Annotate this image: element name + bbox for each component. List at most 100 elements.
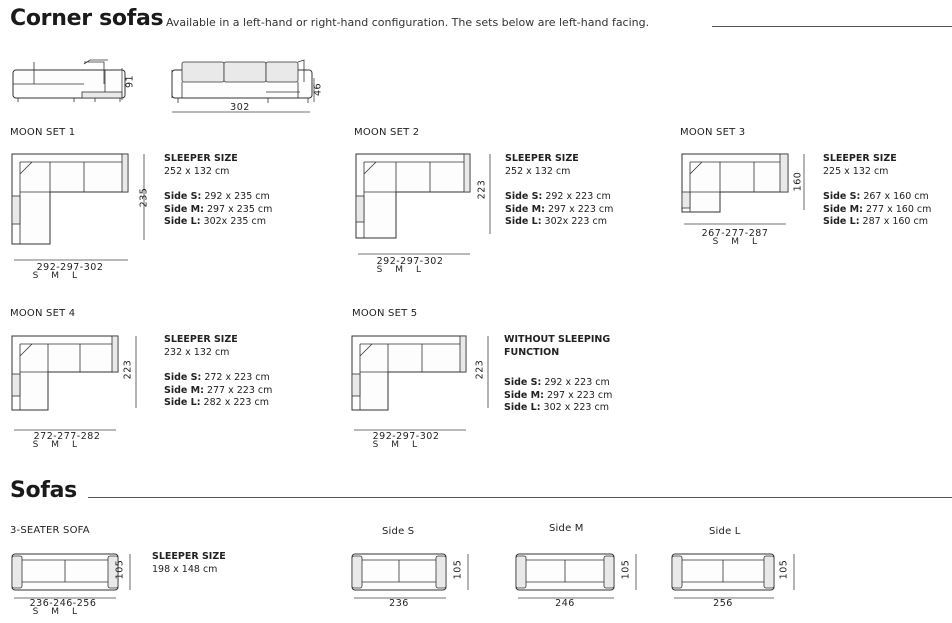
set-5-spec-title: WITHOUT SLEEPING FUNCTION [504, 334, 611, 358]
side-s-width: 236 [389, 598, 409, 609]
set-3-spec: SLEEPER SIZE 225 x 132 cm Side S: 267 x … [823, 153, 931, 229]
set-2-side-s: 292 x 223 cm [545, 191, 611, 202]
set-4-title: MOON SET 4 [10, 308, 76, 319]
set-1-depth-dim [143, 154, 145, 240]
set-1-side-l: 302x 235 cm [203, 216, 266, 227]
side-s-title: Side S [382, 526, 415, 537]
seat-height-label: 46 [312, 82, 324, 97]
three-seater-spec-title: SLEEPER SIZE [152, 551, 226, 562]
set-2-side-l-key: Side L: [505, 216, 542, 227]
set-4-spec: SLEEPER SIZE 232 x 132 cm Side S: 272 x … [164, 334, 272, 410]
set-3-widths: 267-277-287 [701, 228, 769, 239]
side-m-plan [515, 553, 615, 591]
set-1-title: MOON SET 1 [10, 127, 76, 138]
set-5-width-dim [354, 429, 466, 431]
side-m-title: Side M [549, 523, 584, 534]
set-1-width-dim [14, 259, 128, 261]
set-2-side-m-key: Side M: [505, 203, 545, 215]
set-5-widths: 292-297-302 [372, 431, 440, 442]
side-m-width: 246 [555, 598, 575, 609]
set-2-width-dim [358, 253, 470, 255]
set-4-plan [11, 335, 119, 411]
set-5-side-l: 302 x 223 cm [543, 402, 609, 413]
set-3-depth-dim [803, 154, 805, 210]
set-1-side-s-key: Side S: [164, 191, 202, 202]
width-dimension [172, 111, 310, 113]
three-seater-title: 3-SEATER SOFA [10, 525, 90, 536]
three-seater-depth: 105 [114, 559, 126, 580]
corner-sofas-subtitle: Available in a left-hand or right-hand c… [166, 16, 650, 29]
side-s-depth: 105 [452, 559, 464, 580]
three-seater-spec: SLEEPER SIZE 198 x 148 cm [152, 551, 226, 576]
set-4-side-s: 272 x 223 cm [204, 372, 270, 383]
three-seater-widths: 236-246-256 [29, 598, 97, 609]
set-4-side-m-key: Side M: [164, 384, 204, 396]
side-s-plan [351, 553, 447, 591]
side-l-depth: 105 [778, 559, 790, 580]
side-m-depth-dim [635, 554, 637, 590]
set-2-depth: 223 [476, 179, 488, 200]
set-3-width-dim [684, 223, 786, 225]
side-l-width: 256 [713, 598, 733, 609]
set-4-sizes: S M L [32, 440, 78, 450]
set-5-side-l-key: Side L: [504, 402, 541, 413]
side-l-title: Side L [709, 526, 741, 537]
three-seater-plan [11, 553, 119, 591]
side-l-plan [671, 553, 775, 591]
sofas-rule [88, 497, 952, 498]
set-2-plan [355, 153, 471, 239]
set-2-title: MOON SET 2 [354, 127, 420, 138]
set-3-plan [681, 153, 789, 213]
set-5-depth-dim [487, 336, 489, 408]
set-5-side-s-key: Side S: [504, 377, 542, 388]
set-3-depth: 160 [792, 171, 804, 192]
three-seater-width-dim [14, 597, 116, 599]
height-label: 91 [124, 74, 136, 89]
height-dimension [121, 68, 123, 100]
set-3-side-m: 277 x 160 cm [865, 203, 932, 215]
set-4-widths: 272-277-282 [33, 431, 101, 442]
set-3-sizes: S M L [712, 237, 758, 247]
set-4-spec-value: 232 x 132 cm [164, 346, 230, 358]
set-5-depth: 223 [474, 359, 486, 380]
set-3-side-s-key: Side S: [823, 191, 861, 202]
set-1-sizes: S M L [32, 271, 78, 281]
set-5-title: MOON SET 5 [352, 308, 418, 319]
set-1-side-l-key: Side L: [164, 216, 201, 227]
set-2-spec-value: 252 x 132 cm [505, 165, 571, 177]
set-1-side-m-key: Side M: [164, 203, 204, 215]
set-4-spec-title: SLEEPER SIZE [164, 334, 238, 345]
set-2-side-m: 297 x 223 cm [547, 203, 614, 215]
three-seater-sizes: S M L [32, 607, 78, 617]
set-5-side-s: 292 x 223 cm [544, 377, 610, 388]
set-3-title: MOON SET 3 [680, 127, 746, 138]
side-s-depth-dim [467, 554, 469, 590]
set-1-depth: 235 [138, 187, 150, 208]
set-1-spec-value: 252 x 132 cm [164, 165, 230, 177]
set-1-widths: 292-297-302 [36, 262, 104, 273]
set-2-side-s-key: Side S: [505, 191, 543, 202]
side-m-depth: 105 [620, 559, 632, 580]
side-l-width-dim [674, 597, 774, 599]
header-rule [712, 26, 952, 27]
set-1-side-m: 297 x 235 cm [206, 203, 273, 215]
set-2-spec: SLEEPER SIZE 252 x 132 cm Side S: 292 x … [505, 153, 613, 229]
set-2-sizes: S M L [376, 265, 422, 275]
seat-height-dimension [313, 78, 315, 102]
set-5-spec: WITHOUT SLEEPING FUNCTION Side S: 292 x … [504, 334, 624, 415]
corner-sofas-heading: Corner sofas [10, 6, 164, 31]
set-3-side-s: 267 x 160 cm [863, 191, 929, 202]
set-3-spec-value: 225 x 132 cm [823, 165, 889, 177]
set-4-side-l: 282 x 223 cm [203, 397, 269, 408]
set-5-side-m-key: Side M: [504, 389, 544, 401]
set-3-side-l: 287 x 160 cm [862, 216, 928, 227]
width-label: 302 [230, 102, 250, 113]
set-4-depth: 223 [122, 359, 134, 380]
set-5-sizes: S M L [372, 440, 418, 450]
set-2-spec-title: SLEEPER SIZE [505, 153, 579, 164]
set-4-width-dim [14, 429, 116, 431]
set-2-widths: 292-297-302 [376, 256, 444, 267]
set-3-spec-title: SLEEPER SIZE [823, 153, 897, 164]
set-4-side-s-key: Side S: [164, 372, 202, 383]
sofas-heading: Sofas [10, 478, 77, 503]
